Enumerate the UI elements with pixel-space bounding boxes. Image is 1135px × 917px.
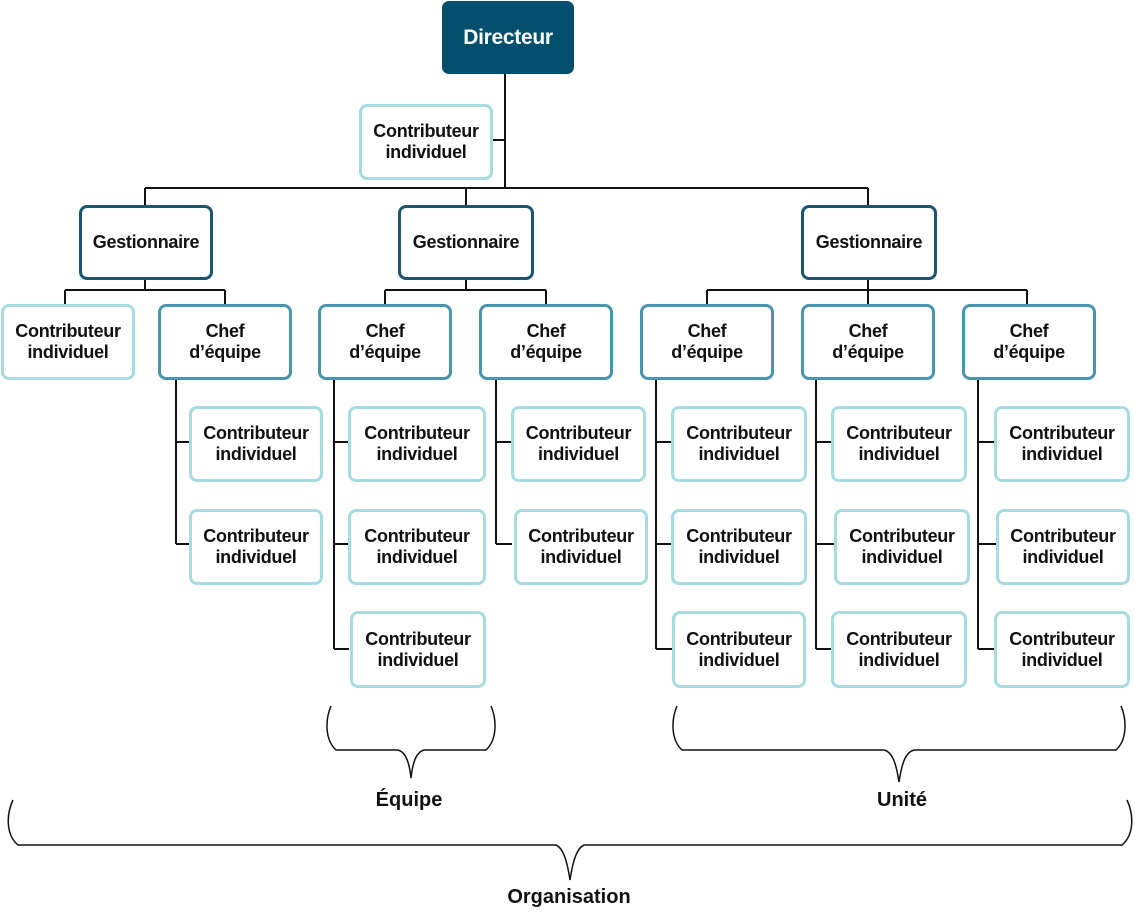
team-lead-box: Chef d’équipe [318,304,452,380]
connector-manager3 [706,278,1028,306]
connector-chef2 [333,378,349,650]
individual-contributor-box: Contributeur individuel [189,509,323,585]
braces [7,705,1133,881]
individual-contributor-box: Contributeur individuel [996,509,1130,585]
individual-contributor-box: Contributeur individuel [1,304,135,380]
connector-chef6 [977,378,996,650]
manager-box: Gestionnaire [398,205,534,280]
individual-contributor-box: Contributeur individuel [514,509,648,585]
org-connectors [64,74,1028,650]
team-lead-box: Chef d’équipe [479,304,613,380]
brace-unite [672,705,1126,783]
brace-organisation [7,799,1133,881]
individual-contributor-box: Contributeur individuel [348,406,486,482]
connector-chef4 [655,378,672,650]
individual-contributor-box: Contributeur individuel [671,406,807,482]
team-lead-box: Chef d’équipe [158,304,292,380]
organization-label: Organisation [507,886,631,908]
brace-equipe [326,705,496,779]
individual-contributor-box: Contributeur individuel [511,406,646,482]
team-lead-box: Chef d’équipe [962,304,1096,380]
individual-contributor-box: Contributeur individuel [189,406,323,482]
connector-manager1 [64,278,226,306]
individual-contributor-box: Contributeur individuel [350,611,486,688]
individual-contributor-box: Contributeur individuel [359,104,493,180]
connector-manager-drops [144,188,869,207]
team-lead-box: Chef d’équipe [801,304,935,380]
team-lead-box: Chef d’équipe [640,304,774,380]
individual-contributor-box: Contributeur individuel [672,611,806,688]
manager-box: Gestionnaire [801,205,937,280]
individual-contributor-box: Contributeur individuel [831,611,967,688]
unit-label: Unité [877,789,927,811]
team-label: Équipe [375,789,443,811]
individual-contributor-box: Contributeur individuel [831,406,967,482]
individual-contributor-box: Contributeur individuel [994,611,1130,688]
individual-contributor-box: Contributeur individuel [994,406,1130,482]
individual-contributor-box: Contributeur individuel [834,509,970,585]
connector-chef1 [175,378,190,545]
connector-chef5 [815,378,834,650]
connector-manager2 [384,278,547,306]
connector-chef3 [495,378,512,545]
individual-contributor-box: Contributeur individuel [348,509,486,585]
manager-box: Gestionnaire [79,205,213,280]
individual-contributor-box: Contributeur individuel [671,509,807,585]
director-box: Directeur [442,1,574,74]
